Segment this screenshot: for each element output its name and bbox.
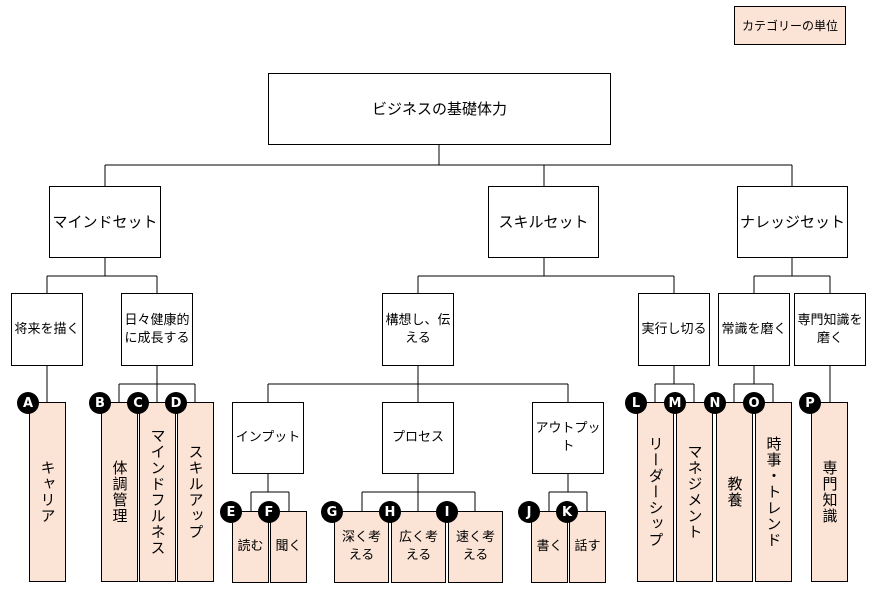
leaf-label: 深く考える xyxy=(341,530,381,563)
leaf-label: リーダーシップ xyxy=(646,436,665,548)
leaf-label: 体調管理 xyxy=(110,460,129,524)
badge-i: I xyxy=(436,501,458,523)
legend-category-unit: カテゴリーの単位 xyxy=(734,6,846,45)
leaf-label: マネジメント xyxy=(685,444,704,540)
leaf-label: 広く考える xyxy=(398,530,438,563)
leaf-speak: 話す xyxy=(569,511,606,583)
leaf-management: マネジメント xyxy=(676,402,713,582)
leaf-mindfulness: マインドフルネス xyxy=(139,402,176,582)
badge-p: P xyxy=(799,392,821,414)
leaf-label: 教養 xyxy=(725,476,744,508)
leaf-liberal-arts: 教養 xyxy=(716,402,753,582)
leaf-label: スキルアップ xyxy=(186,444,205,540)
badge-c: C xyxy=(127,392,149,414)
leaf-think-wide: 広く考える xyxy=(391,511,446,583)
leaf-label: 読む xyxy=(237,539,264,554)
node-common: 常識を磨く xyxy=(718,293,790,366)
node-skillset: スキルセット xyxy=(488,186,599,258)
node-execute: 実行し切る xyxy=(638,293,710,366)
badge-l: L xyxy=(625,392,647,414)
leaf-career: キャリア xyxy=(29,402,66,582)
badge-f: F xyxy=(258,501,280,523)
root-node: ビジネスの基礎体力 xyxy=(268,73,611,145)
badge-a: A xyxy=(17,392,39,414)
leaf-think-deep: 深く考える xyxy=(334,511,389,583)
leaf-think-fast: 速く考える xyxy=(448,511,503,583)
leaf-label: 時事・トレンド xyxy=(764,436,783,548)
badge-g: G xyxy=(321,501,343,523)
leaf-label: キャリア xyxy=(38,460,57,524)
badge-j: J xyxy=(518,501,540,523)
leaf-current-trends: 時事・トレンド xyxy=(755,402,792,582)
badge-m: M xyxy=(664,392,686,414)
node-knowledgeset: ナレッジセット xyxy=(737,186,848,258)
leaf-label: 話す xyxy=(574,539,601,554)
node-output: アウトプット xyxy=(532,402,604,474)
node-expert: 専門知識を磨く xyxy=(794,293,866,366)
leaf-leadership: リーダーシップ xyxy=(637,402,674,582)
badge-k: K xyxy=(556,501,578,523)
badge-o: O xyxy=(743,392,765,414)
node-input: インプット xyxy=(232,402,304,474)
leaf-read: 読む xyxy=(232,511,269,583)
badge-n: N xyxy=(704,392,726,414)
node-mindset: マインドセット xyxy=(49,186,161,258)
leaf-write: 書く xyxy=(531,511,568,583)
node-concept: 構想し、伝える xyxy=(382,293,454,366)
badge-h: H xyxy=(379,501,401,523)
leaf-health-management: 体調管理 xyxy=(101,402,138,582)
leaf-label: 専門知識 xyxy=(820,460,839,524)
leaf-listen: 聞く xyxy=(270,511,307,583)
badge-d: D xyxy=(165,392,187,414)
leaf-label: 聞く xyxy=(275,539,302,554)
node-health: 日々健康的に成長する xyxy=(121,293,193,366)
leaf-label: マインドフルネス xyxy=(148,428,167,556)
leaf-expertise: 専門知識 xyxy=(811,402,848,582)
leaf-label: 書く xyxy=(536,539,563,554)
node-future: 将来を描く xyxy=(11,293,83,366)
leaf-skillup: スキルアップ xyxy=(177,402,214,582)
node-process: プロセス xyxy=(382,402,454,474)
badge-e: E xyxy=(220,501,242,523)
leaf-label: 速く考える xyxy=(455,530,495,563)
badge-b: B xyxy=(89,392,111,414)
